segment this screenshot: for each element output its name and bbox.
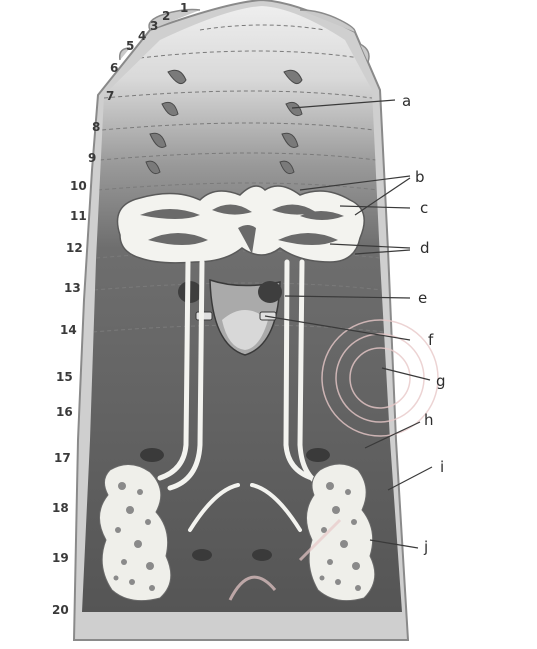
segment-label: 4 (138, 29, 146, 43)
part-label-i: i (440, 458, 444, 476)
segment-label: 16 (56, 405, 73, 419)
segment-label: 1 (180, 1, 188, 15)
part-label-b: b (415, 168, 425, 186)
part-label-a: a (402, 92, 411, 110)
segment-label: 6 (110, 61, 118, 75)
segment-label: 19 (52, 551, 69, 565)
segment-label: 18 (52, 501, 69, 515)
segment-label: 17 (54, 451, 71, 465)
part-label-c: c (420, 199, 428, 217)
segment-label: 8 (92, 120, 100, 134)
segment-label: 9 (88, 151, 96, 165)
segment-label: 15 (56, 370, 73, 384)
segment-label: 5 (126, 39, 134, 53)
part-label-d: d (420, 239, 430, 257)
segment-label: 2 (162, 9, 170, 23)
part-label-f: f (428, 331, 434, 349)
part-label-h: h (424, 411, 434, 429)
segment-label: 12 (66, 241, 83, 255)
part-label-e: e (418, 289, 427, 307)
segment-label: 20 (52, 603, 69, 617)
prostate-gland-right (306, 464, 374, 601)
segment-label: 7 (106, 89, 114, 103)
segment-label: 14 (60, 323, 77, 337)
segment-label: 13 (64, 281, 81, 295)
part-label-j: j (423, 538, 428, 556)
segment-label: 11 (70, 209, 87, 223)
segment-label: 3 (150, 19, 158, 33)
part-label-g: g (436, 372, 446, 390)
segment-label: 10 (70, 179, 87, 193)
